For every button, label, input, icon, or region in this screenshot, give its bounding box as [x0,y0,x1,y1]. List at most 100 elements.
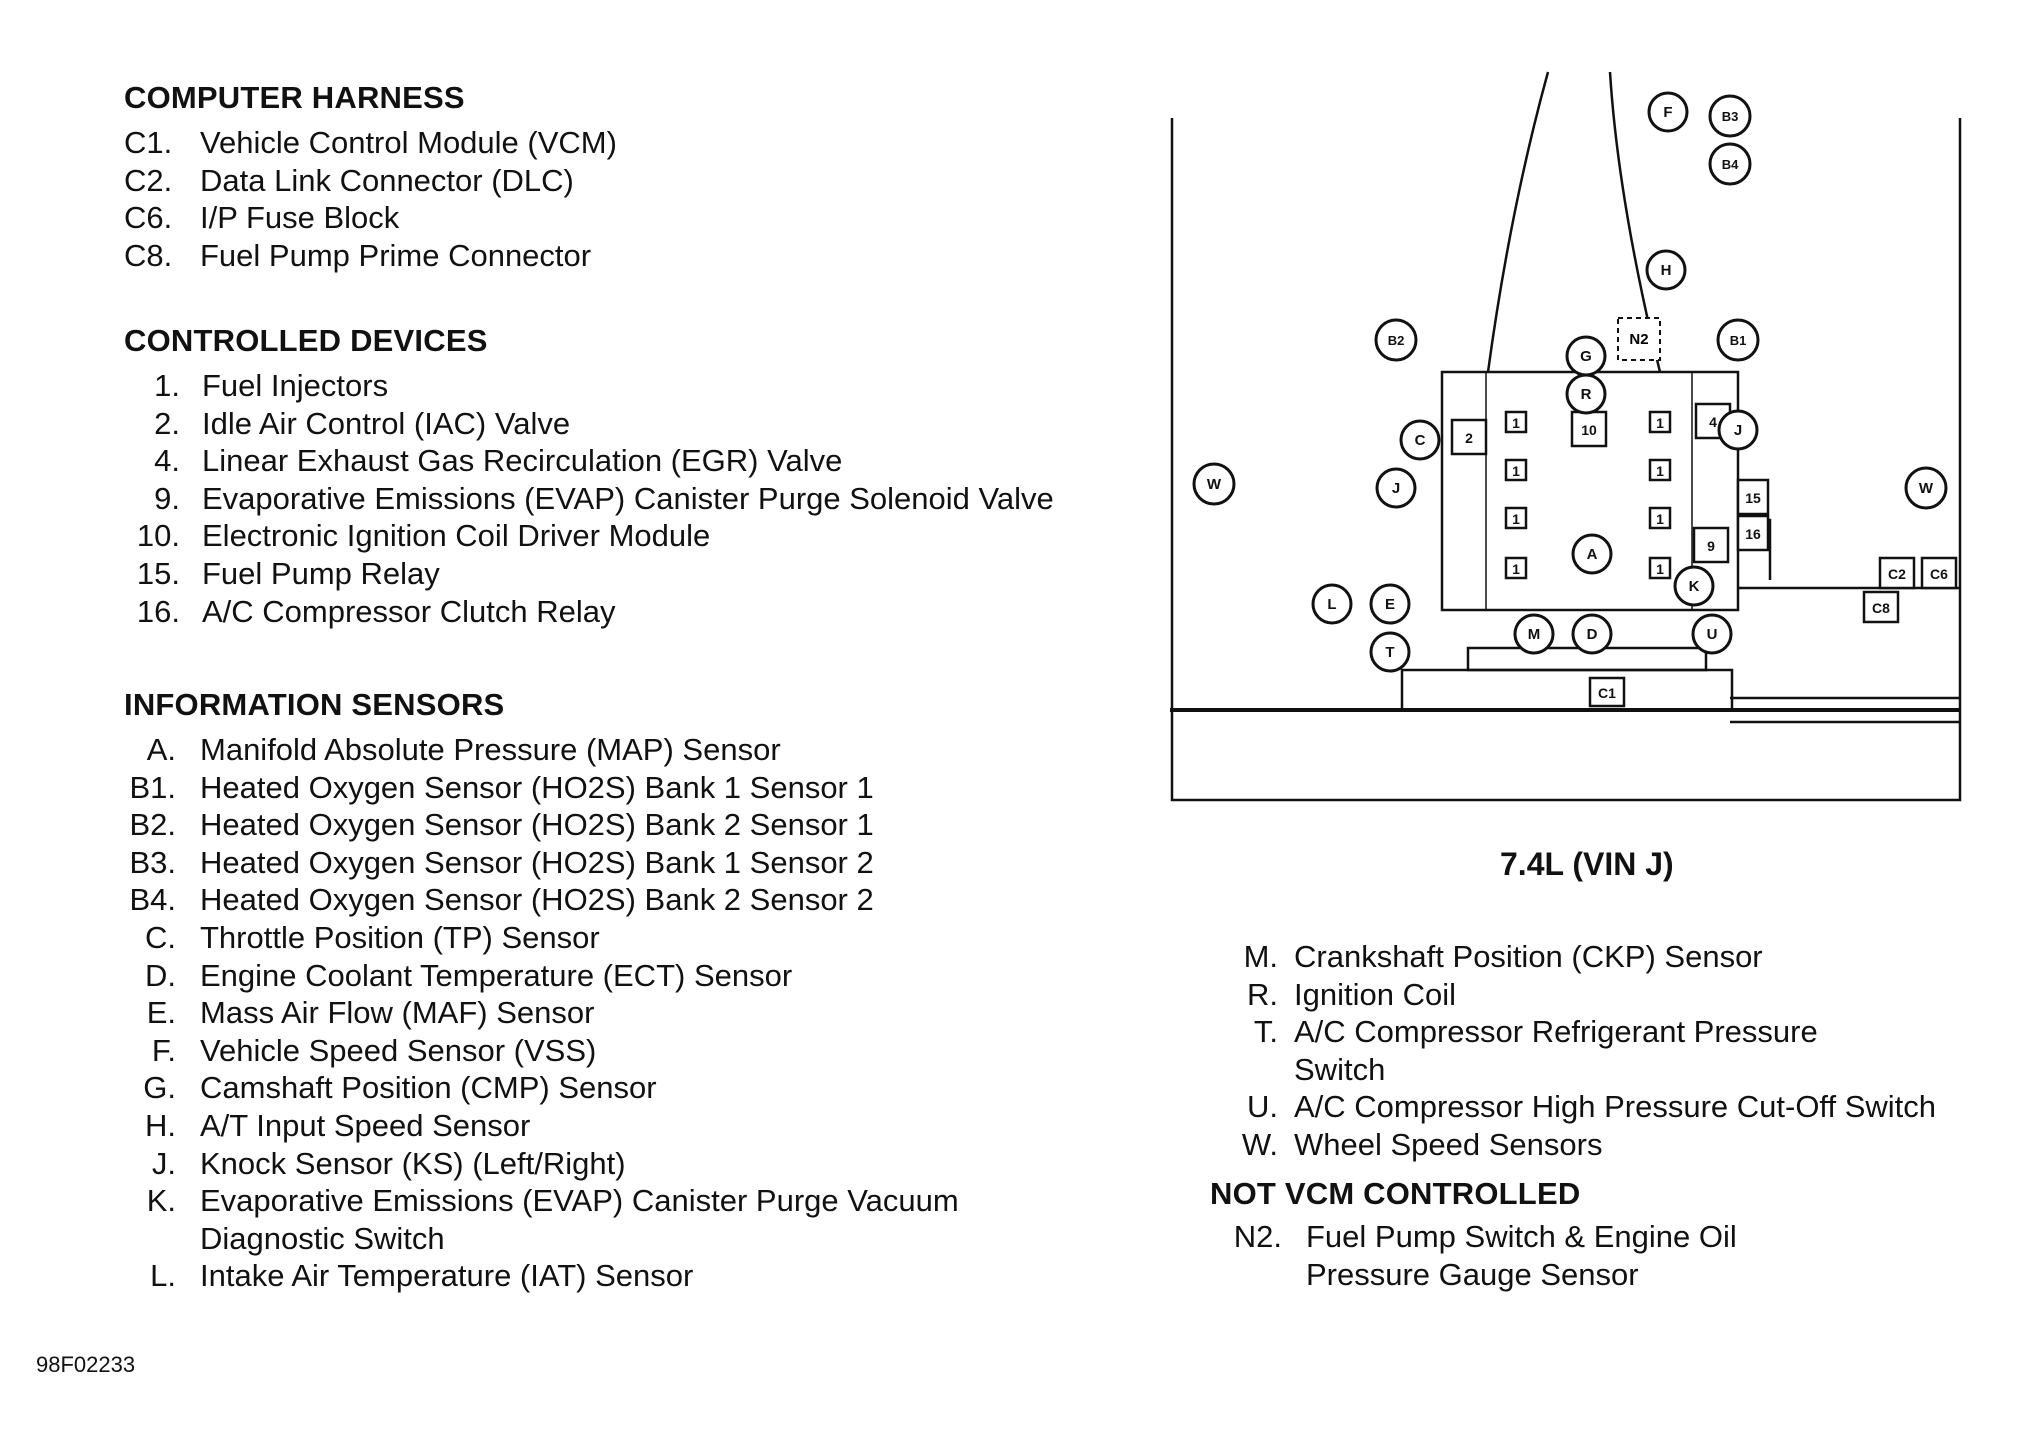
list-item: 1.Fuel Injectors [124,367,1144,405]
item-label: Electronic Ignition Coil Driver Module [202,518,711,554]
item-code: G. [143,1070,176,1106]
item-code: D. [145,957,176,993]
circle-label-d: D [1587,626,1598,643]
injector-label: 1 [1656,415,1664,431]
box-label-c6: C6 [1930,566,1948,582]
item-label: Engine Coolant Temperature (ECT) Sensor [200,957,793,993]
list-item: B4.Heated Oxygen Sensor (HO2S) Bank 2 Se… [124,881,1144,919]
item-code: C2. [124,162,173,198]
box-9 [1692,526,1730,564]
box-c2 [1878,556,1916,590]
controlled-devices-list: 1.Fuel Injectors 2.Idle Air Control (IAC… [124,367,1144,630]
list-item: A.Manifold Absolute Pressure (MAP) Senso… [124,731,1144,769]
engine-component-diagram: N2 2 10 4 9 15 [1160,60,2000,820]
box-label-4: 4 [1709,414,1717,430]
item-code: N2. [1233,1219,1282,1254]
circle-label-e: E [1385,596,1395,613]
item-code: W. [1241,1126,1278,1162]
circle-label-w-right: W [1919,480,1934,497]
circle-label-r: R [1581,386,1592,403]
circle-label-c: C [1415,432,1426,449]
item-label: Mass Air Flow (MAF) Sensor [200,995,595,1031]
circle-label-f: F [1663,104,1672,121]
circle-j-right [1717,409,1759,451]
item-label: Evaporative Emissions (EVAP) Canister Pu… [200,1183,959,1256]
circle-label-l: L [1327,596,1336,613]
harness-rail [1730,696,1960,724]
figure-id: 98F02233 [36,1352,136,1377]
circle-label-b3: B3 [1722,109,1739,124]
list-item: 16.A/C Compressor Clutch Relay [124,593,1144,631]
frame [1170,118,1962,802]
injector-label: 1 [1512,511,1520,527]
list-item: M.Crankshaft Position (CKP) Sensor [1236,938,2016,976]
item-label: Data Link Connector (DLC) [200,162,574,198]
box-label-n2: N2 [1629,331,1648,348]
injector-box [1648,458,1672,482]
circle-t [1369,631,1411,673]
circle-label-m: M [1528,626,1541,643]
circle-label-w-left: W [1207,476,1222,493]
item-label: Fuel Pump Prime Connector [200,237,592,273]
item-label: Camshaft Position (CMP) Sensor [200,1070,657,1106]
box-label-2: 2 [1465,430,1473,446]
circle-b2 [1374,318,1418,362]
list-item: 9.Evaporative Emissions (EVAP) Canister … [124,480,1144,518]
item-label: Knock Sensor (KS) (Left/Right) [200,1145,626,1181]
box-15 [1736,478,1770,516]
box-label-10: 10 [1581,422,1597,438]
item-code: H. [145,1107,176,1143]
engine-diagram-svg: N2 2 10 4 9 15 [1170,71,1962,802]
item-label: Heated Oxygen Sensor (HO2S) Bank 2 Senso… [200,807,874,843]
item-label: A/T Input Speed Sensor [200,1107,531,1143]
list-item: B3.Heated Oxygen Sensor (HO2S) Bank 1 Se… [124,844,1144,882]
item-code: C6. [124,200,173,236]
list-item: 4.Linear Exhaust Gas Recirculation (EGR)… [124,442,1144,480]
list-item: C.Throttle Position (TP) Sensor [124,919,1144,957]
injector-box [1648,506,1672,530]
box-c1 [1588,676,1626,708]
list-item: L.Intake Air Temperature (IAT) Sensor [124,1257,1144,1295]
list-item: 10. Electronic Ignition Coil Driver Modul… [124,517,1144,555]
item-label: Intake Air Temperature (IAT) Sensor [200,1258,694,1294]
circle-label-b1: B1 [1730,333,1747,348]
circle-r [1565,373,1607,415]
item-label: Vehicle Speed Sensor (VSS) [200,1032,597,1068]
item-label: I/P Fuse Block [200,200,400,236]
item-code: B1. [129,769,176,805]
item-code: 2. [154,405,180,441]
injector-box [1648,410,1672,434]
circle-a [1571,533,1613,575]
circle-label-t: T [1385,644,1394,661]
right-sensors-list: M.Crankshaft Position (CKP) Sensor R.Ign… [1236,938,2016,1164]
list-item: C1.Vehicle Control Module (VCM) [124,124,1024,162]
circle-b4 [1708,142,1752,186]
injector-box [1504,410,1528,434]
injector-label: 1 [1656,511,1664,527]
item-code: 10. [136,518,180,554]
item-code: B4. [129,882,176,918]
circle-label-j-right: J [1734,422,1742,439]
circle-label-a: A [1587,546,1598,563]
item-code: 15. [136,555,180,591]
controlled-devices-heading: CONTROLLED DEVICES [124,323,488,358]
circle-label-b4: B4 [1722,157,1739,172]
circle-m [1513,613,1555,655]
item-code: C8. [124,237,173,273]
circle-l [1311,583,1353,625]
item-label: A/C Compressor Refrigerant Pressure Swit… [1294,1014,1818,1087]
circle-b3 [1708,94,1752,138]
item-code: B2. [129,807,176,843]
circle-h [1645,249,1687,291]
item-code: A. [146,732,176,767]
item-code: B3. [129,844,176,880]
item-code: 1. [154,368,180,403]
injector-label: 1 [1656,561,1664,577]
vcm-mount [1400,668,1734,712]
injector-label: 1 [1512,415,1520,431]
item-code: K. [146,1183,176,1219]
circle-c [1399,419,1441,461]
item-code: 16. [136,593,180,629]
circle-label-k: K [1689,578,1700,595]
item-code: 9. [154,480,180,516]
